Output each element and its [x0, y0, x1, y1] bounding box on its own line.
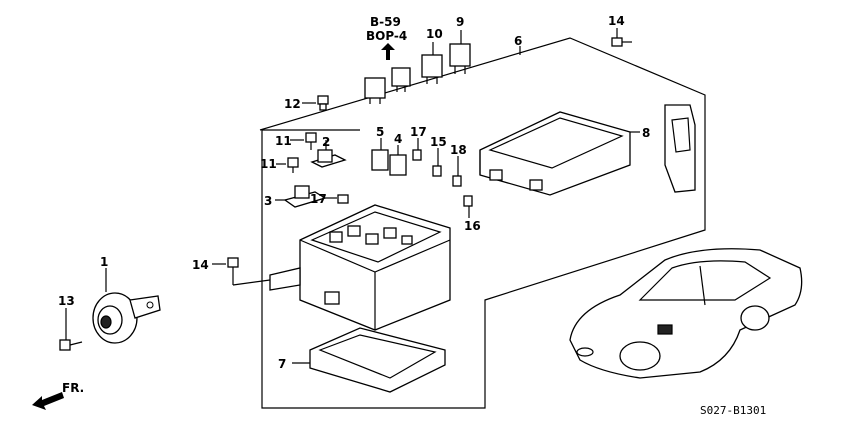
callout-17-lower: 17 [310, 192, 327, 206]
relay-9 [449, 43, 471, 67]
callout-6: 6 [514, 34, 522, 48]
bolt-11-upper [305, 132, 317, 150]
front-direction-indicator: FR. [32, 381, 84, 410]
fuse-17-lower [337, 194, 349, 204]
reference-line1: B-59 [370, 15, 401, 29]
callout-3: 3 [264, 194, 272, 208]
callout-14-left: 14 [192, 258, 209, 272]
fuse-17-upper [412, 149, 422, 161]
assembly-frame [259, 37, 706, 409]
callout-1: 1 [100, 255, 108, 269]
fuse-15 [432, 165, 442, 177]
mounting-bracket [664, 104, 696, 193]
diagram-code: S027-B1301 [700, 404, 766, 417]
callout-8: 8 [642, 126, 650, 140]
callout-12: 12 [284, 97, 301, 111]
fuse-box-body [269, 204, 451, 331]
callout-7: 7 [278, 357, 286, 371]
fuse-box-cover [479, 111, 631, 196]
reference-line2: BOP-4 [366, 29, 407, 43]
relay-10 [421, 54, 443, 78]
callout-4: 4 [394, 132, 402, 146]
callout-17-upper: 17 [410, 125, 427, 139]
car-silhouette [569, 248, 803, 379]
callout-14-top: 14 [608, 14, 625, 28]
relay-small-1 [364, 77, 386, 99]
reference-note: B-59 BOP-4 [366, 15, 407, 60]
relay-group [364, 43, 471, 104]
callout-11-upper: 11 [275, 134, 292, 148]
fuse-16 [463, 195, 473, 207]
callout-13: 13 [58, 294, 75, 308]
part-2-bracket [310, 149, 347, 168]
callout-15: 15 [430, 135, 447, 149]
up-arrow-icon [381, 43, 395, 60]
front-arrow-icon [32, 392, 64, 410]
bolt-14-top [611, 37, 632, 47]
callout-9: 9 [456, 15, 464, 29]
fuse-box-location-marker [657, 324, 673, 335]
callout-18: 18 [450, 143, 467, 157]
relay-small-2 [391, 67, 411, 87]
fuse-18 [452, 175, 462, 187]
bolt-13 [59, 339, 83, 351]
bolt-12 [317, 95, 329, 111]
front-label: FR. [62, 381, 84, 395]
callout-2: 2 [322, 135, 330, 149]
relay-5 [371, 149, 389, 171]
fuse-box-bottom-cover [309, 327, 446, 393]
callout-16: 16 [464, 219, 481, 233]
callout-11-lower: 11 [260, 157, 277, 171]
relay-4 [389, 154, 407, 176]
callout-10: 10 [426, 27, 443, 41]
callout-5: 5 [376, 125, 384, 139]
horn [92, 292, 161, 344]
bolt-14-left [227, 257, 271, 286]
bolt-11-lower [287, 157, 299, 173]
